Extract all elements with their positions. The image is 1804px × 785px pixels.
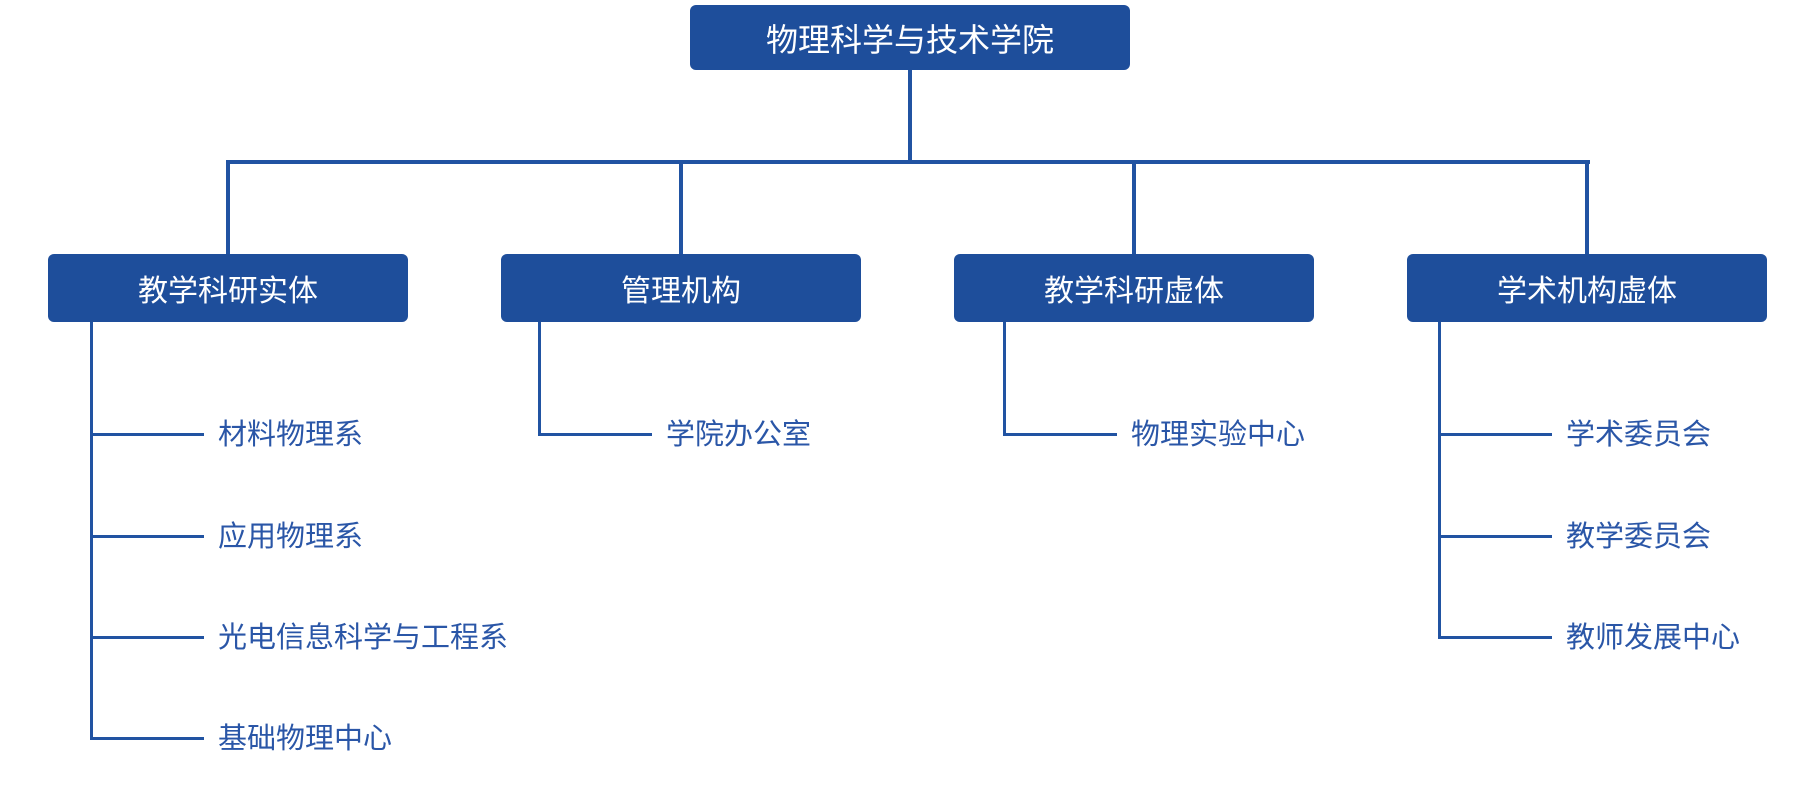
connector-branch-4-trunk bbox=[1438, 322, 1441, 639]
node-academic-org-virtual-label: 学术机构虚体 bbox=[1497, 275, 1677, 308]
leaf-teacher-development-center: 教师发展中心 bbox=[1566, 622, 1741, 654]
leaf-materials-physics-dept: 材料物理系 bbox=[218, 419, 364, 451]
connector-root-stem bbox=[908, 70, 912, 162]
leaf-basic-physics-center: 基础物理中心 bbox=[218, 723, 393, 755]
node-teaching-research-entity: 教学科研实体 bbox=[48, 254, 408, 322]
connector-leaf-line bbox=[92, 737, 204, 740]
connector-leaf-line bbox=[92, 535, 204, 538]
connector-leaf-line bbox=[540, 433, 652, 436]
node-teaching-research-virtual: 教学科研虚体 bbox=[954, 254, 1314, 322]
connector-branch-3-trunk bbox=[1003, 322, 1006, 436]
connector-drop-branch-4 bbox=[1585, 160, 1589, 254]
connector-drop-branch-2 bbox=[679, 160, 683, 254]
leaf-teaching-committee: 教学委员会 bbox=[1566, 521, 1712, 553]
node-teaching-research-entity-label: 教学科研实体 bbox=[138, 275, 318, 308]
connector-branch-2-trunk bbox=[538, 322, 541, 436]
node-teaching-research-virtual-label: 教学科研虚体 bbox=[1044, 275, 1224, 308]
connector-drop-branch-3 bbox=[1132, 160, 1136, 254]
connector-leaf-line bbox=[92, 636, 204, 639]
connector-leaf-line bbox=[1440, 433, 1552, 436]
node-college-root: 物理科学与技术学院 bbox=[690, 5, 1130, 70]
leaf-college-office: 学院办公室 bbox=[666, 419, 812, 451]
connector-leaf-line bbox=[1440, 535, 1552, 538]
node-management-org: 管理机构 bbox=[501, 254, 861, 322]
node-college-root-label: 物理科学与技术学院 bbox=[765, 21, 1054, 58]
connector-drop-branch-1 bbox=[226, 160, 230, 254]
leaf-applied-physics-dept: 应用物理系 bbox=[218, 521, 364, 553]
connector-horizontal-rail bbox=[226, 160, 1590, 164]
leaf-physics-experiment-center: 物理实验中心 bbox=[1131, 419, 1306, 451]
leaf-optoelectronic-info-dept: 光电信息科学与工程系 bbox=[218, 622, 509, 654]
connector-leaf-line bbox=[1440, 636, 1552, 639]
leaf-academic-committee: 学术委员会 bbox=[1566, 419, 1712, 451]
node-management-org-label: 管理机构 bbox=[621, 275, 741, 308]
connector-leaf-line bbox=[92, 433, 204, 436]
connector-branch-1-trunk bbox=[90, 322, 93, 740]
connector-leaf-line bbox=[1005, 433, 1117, 436]
node-academic-org-virtual: 学术机构虚体 bbox=[1407, 254, 1767, 322]
